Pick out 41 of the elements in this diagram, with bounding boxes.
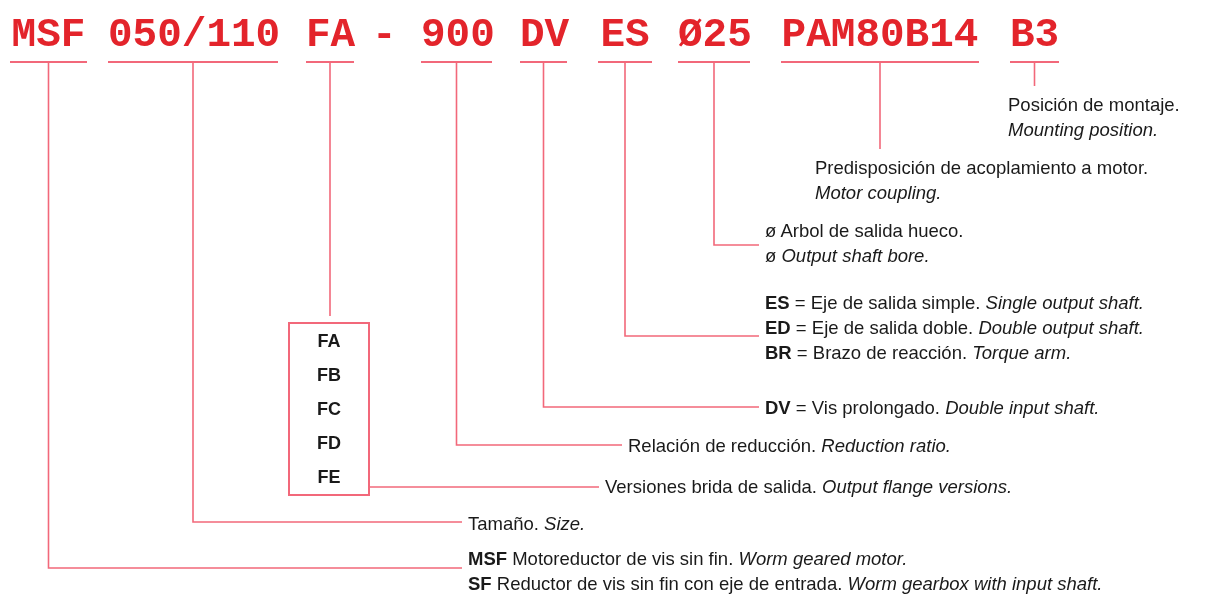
description-text: Versiones brida de salida. Output flange versions. bbox=[605, 475, 1013, 499]
option-code: FC bbox=[316, 398, 342, 421]
description-text: Motor coupling. bbox=[815, 181, 943, 205]
description-text: BR = Brazo de reacción. Torque arm. bbox=[765, 341, 1073, 365]
leader-line bbox=[624, 62, 760, 337]
description-text: SF Reductor de vis sin fin con eje de entrada. Worm gearbox with input shaft. bbox=[468, 572, 1103, 596]
description-text: Mounting position. bbox=[1008, 118, 1160, 142]
code-segment: DV bbox=[520, 12, 567, 63]
option-code: FA bbox=[316, 330, 342, 353]
code-segment: 900 bbox=[421, 12, 492, 63]
description-text: ED = Eje de salida doble. Double output shaft. bbox=[765, 316, 1144, 340]
code-segment: ES bbox=[598, 12, 652, 63]
leader-line bbox=[329, 62, 331, 317]
description-text: ES = Eje de salida simple. Single output shaft. bbox=[765, 291, 1144, 315]
leader-line bbox=[1033, 62, 1036, 87]
description-text: MSF Motoreductor de vis sin fin. Worm geared motor. bbox=[468, 547, 909, 571]
description-text: DV = Vis prolongado. Double input shaft. bbox=[765, 396, 1100, 420]
separator-dash: - bbox=[372, 12, 397, 58]
description-text: Predisposición de acoplamiento a motor. bbox=[815, 156, 1149, 180]
description-text: ø Output shaft bore. bbox=[765, 244, 931, 268]
code-segment: Ø25 bbox=[678, 12, 750, 63]
option-list-box bbox=[288, 322, 370, 496]
code-segment: MSF bbox=[10, 12, 87, 63]
code-segment: 050/110 bbox=[108, 12, 278, 63]
description-text: Relación de reducción. Reduction ratio. bbox=[628, 434, 951, 458]
leader-line bbox=[542, 62, 760, 408]
leader-line bbox=[369, 486, 600, 488]
option-code: FD bbox=[316, 432, 342, 455]
code-segment: PAM80B14 bbox=[781, 12, 979, 63]
code-segment: B3 bbox=[1010, 12, 1059, 63]
leader-line bbox=[47, 62, 463, 569]
option-code: FB bbox=[316, 364, 342, 387]
code-segment: FA bbox=[306, 12, 354, 63]
description-text: Tamaño. Size. bbox=[468, 512, 586, 536]
description-text: ø Arbol de salida hueco. bbox=[765, 219, 964, 243]
leader-line bbox=[192, 62, 463, 523]
description-text: Posición de montaje. bbox=[1008, 93, 1180, 117]
leader-line bbox=[713, 62, 760, 246]
leader-line bbox=[455, 62, 623, 446]
leader-line bbox=[879, 62, 881, 150]
option-code: FE bbox=[316, 466, 342, 489]
